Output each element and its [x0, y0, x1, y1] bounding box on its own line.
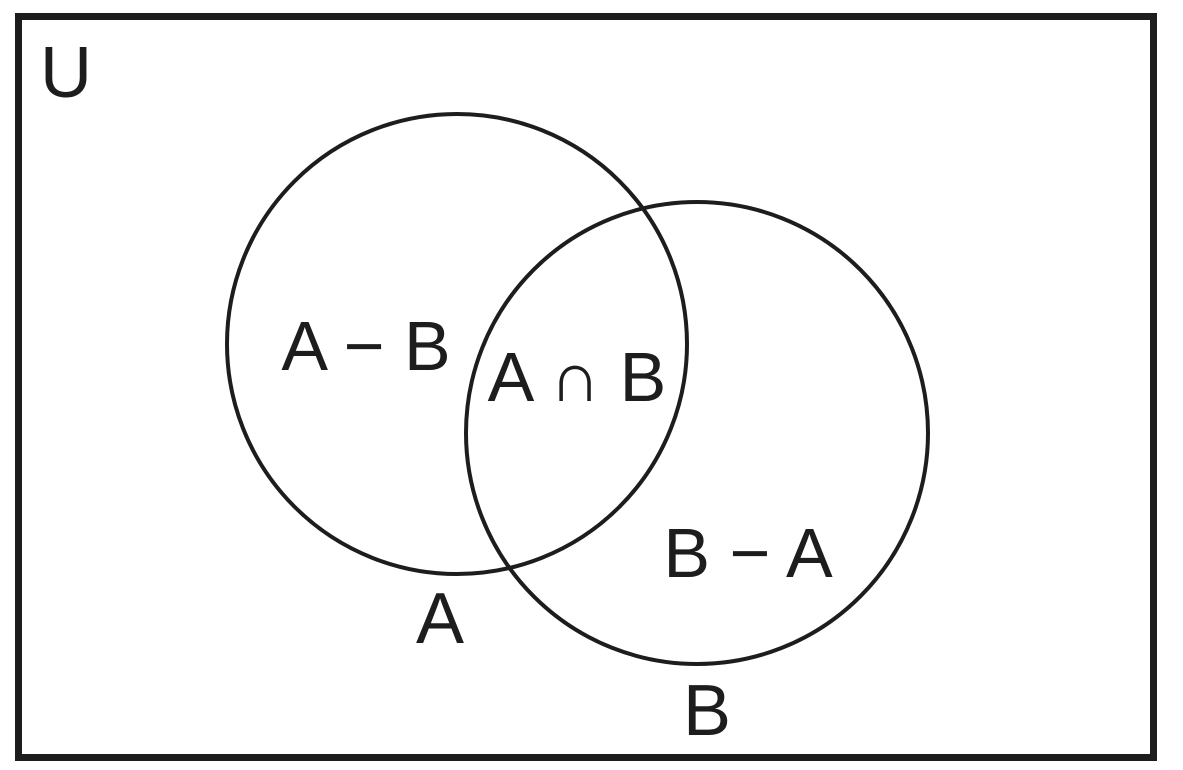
region-label-a-intersect-b: A ∩ B — [488, 338, 667, 416]
circle-set-a — [225, 112, 689, 576]
universe-box — [15, 13, 1157, 761]
universe-label: U — [40, 33, 92, 113]
region-label-a-minus-b: A − B — [281, 307, 450, 385]
circle-set-b — [464, 200, 930, 666]
set-b-label: B — [683, 671, 731, 751]
set-a-label: A — [416, 579, 464, 659]
region-label-b-minus-a: B − A — [663, 514, 833, 592]
